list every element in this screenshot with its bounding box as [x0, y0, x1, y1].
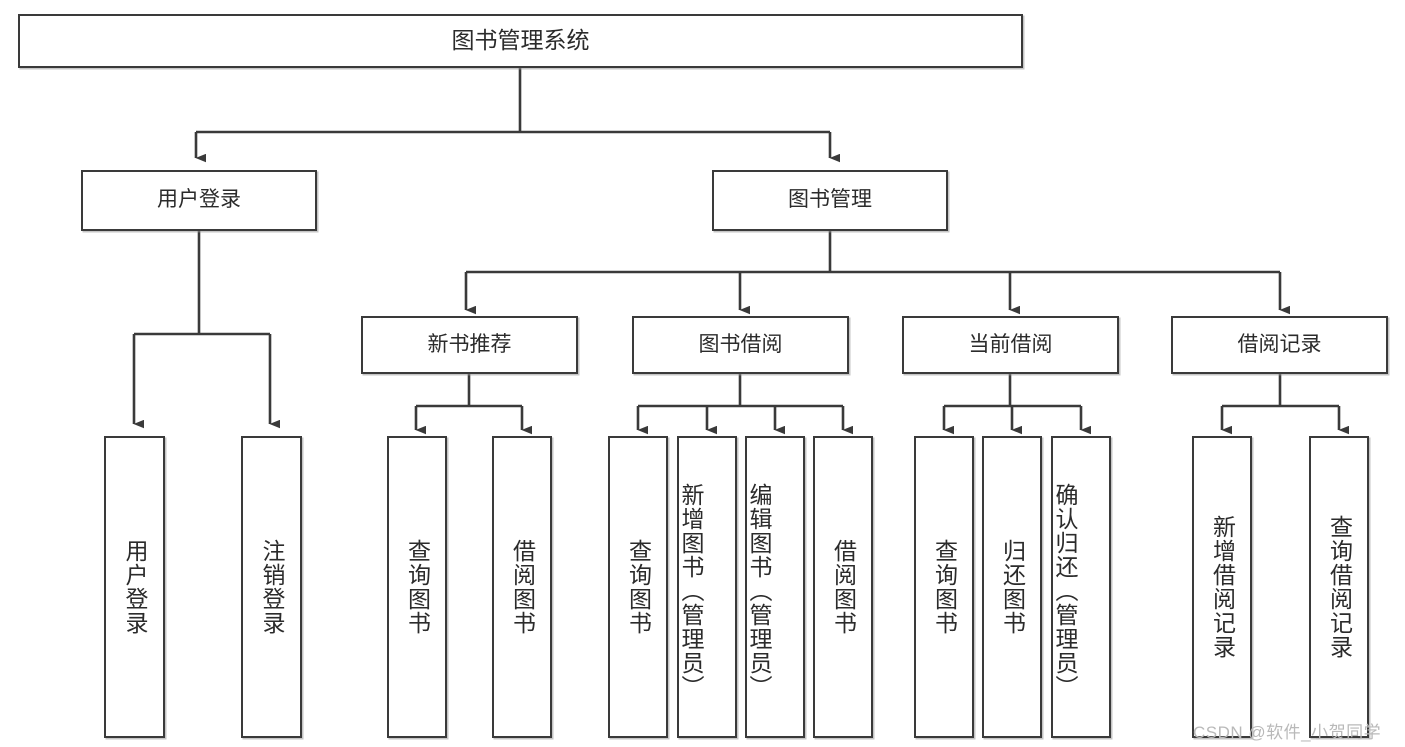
node-root-label: 图书管理系统: [451, 27, 590, 54]
node-new-book-recommend[interactable]: 新书推荐: [361, 316, 578, 374]
node-book-borrow[interactable]: 图书借阅: [632, 316, 849, 374]
leaf-borrow-edit-book-admin-label: 编辑图书（管理员）: [746, 483, 772, 699]
leaf-user-login-login-label: 用户登录: [122, 539, 148, 635]
leaf-record-add-record[interactable]: 新增借阅记录: [1192, 436, 1252, 738]
leaf-borrow-add-book-admin[interactable]: 新增图书（管理员）: [677, 436, 737, 738]
leaf-current-return-book[interactable]: 归还图书: [982, 436, 1042, 738]
watermark-text: CSDN @软件_小贺同学: [1193, 723, 1382, 742]
leaf-new-book-query-label: 查询图书: [404, 539, 431, 635]
node-borrow-record[interactable]: 借阅记录: [1171, 316, 1388, 374]
node-new-book-recommend-label: 新书推荐: [427, 332, 512, 356]
node-book-management-label: 图书管理: [788, 188, 872, 212]
node-current-borrow-label: 当前借阅: [968, 332, 1053, 356]
node-user-login[interactable]: 用户登录: [81, 170, 317, 231]
leaf-current-query-book-label: 查询图书: [931, 539, 958, 635]
node-root-book-management-system[interactable]: 图书管理系统: [18, 14, 1023, 68]
leaf-borrow-borrow-book[interactable]: 借阅图书: [813, 436, 873, 738]
leaf-new-book-query[interactable]: 查询图书: [387, 436, 447, 738]
leaf-new-book-borrow[interactable]: 借阅图书: [492, 436, 552, 738]
leaf-current-confirm-return-admin-label: 确认归还（管理员）: [1052, 483, 1078, 699]
node-book-management[interactable]: 图书管理: [712, 170, 948, 231]
leaf-borrow-borrow-book-label: 借阅图书: [830, 539, 857, 635]
leaf-user-login-login[interactable]: 用户登录: [104, 436, 165, 738]
leaf-current-return-book-label: 归还图书: [999, 539, 1026, 635]
node-book-borrow-label: 图书借阅: [698, 332, 783, 356]
leaf-new-book-borrow-label: 借阅图书: [509, 539, 536, 635]
leaf-borrow-edit-book-admin[interactable]: 编辑图书（管理员）: [745, 436, 805, 738]
leaf-borrow-add-book-admin-label: 新增图书（管理员）: [678, 483, 704, 699]
node-borrow-record-label: 借阅记录: [1237, 332, 1322, 356]
leaf-record-query-record[interactable]: 查询借阅记录: [1309, 436, 1369, 738]
node-user-login-label: 用户登录: [157, 188, 241, 212]
leaf-current-query-book[interactable]: 查询图书: [914, 436, 974, 738]
leaf-user-login-logout-label: 注销登录: [259, 539, 285, 635]
leaf-current-confirm-return-admin[interactable]: 确认归还（管理员）: [1051, 436, 1111, 738]
leaf-record-add-record-label: 新增借阅记录: [1209, 515, 1236, 659]
leaf-user-login-logout[interactable]: 注销登录: [241, 436, 302, 738]
leaf-record-query-record-label: 查询借阅记录: [1326, 515, 1353, 659]
leaf-borrow-query-book[interactable]: 查询图书: [608, 436, 668, 738]
leaf-borrow-query-book-label: 查询图书: [625, 539, 652, 635]
node-current-borrow[interactable]: 当前借阅: [902, 316, 1119, 374]
